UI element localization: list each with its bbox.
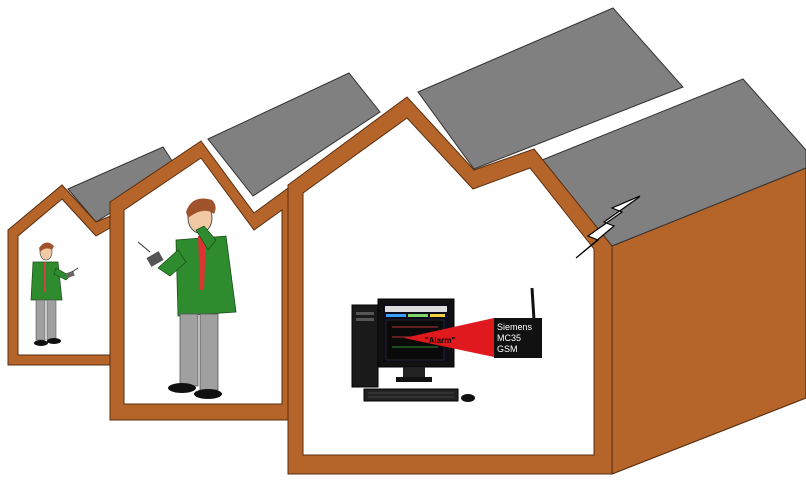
keyboard: [364, 389, 458, 401]
gsm-modem-line2: MC35: [497, 333, 521, 343]
gsm-modem-line1: Siemens: [497, 322, 533, 332]
antenna-icon: [532, 288, 534, 320]
person-medium: [138, 199, 236, 400]
pc-tower: [352, 305, 378, 387]
roof-panel-medium: [208, 73, 380, 196]
mouse: [461, 394, 475, 402]
person-small: [31, 242, 78, 346]
computer-workstation: [352, 299, 475, 402]
alarm-label: "Alarm": [425, 336, 455, 345]
gsm-modem-line3: GSM: [497, 344, 518, 354]
